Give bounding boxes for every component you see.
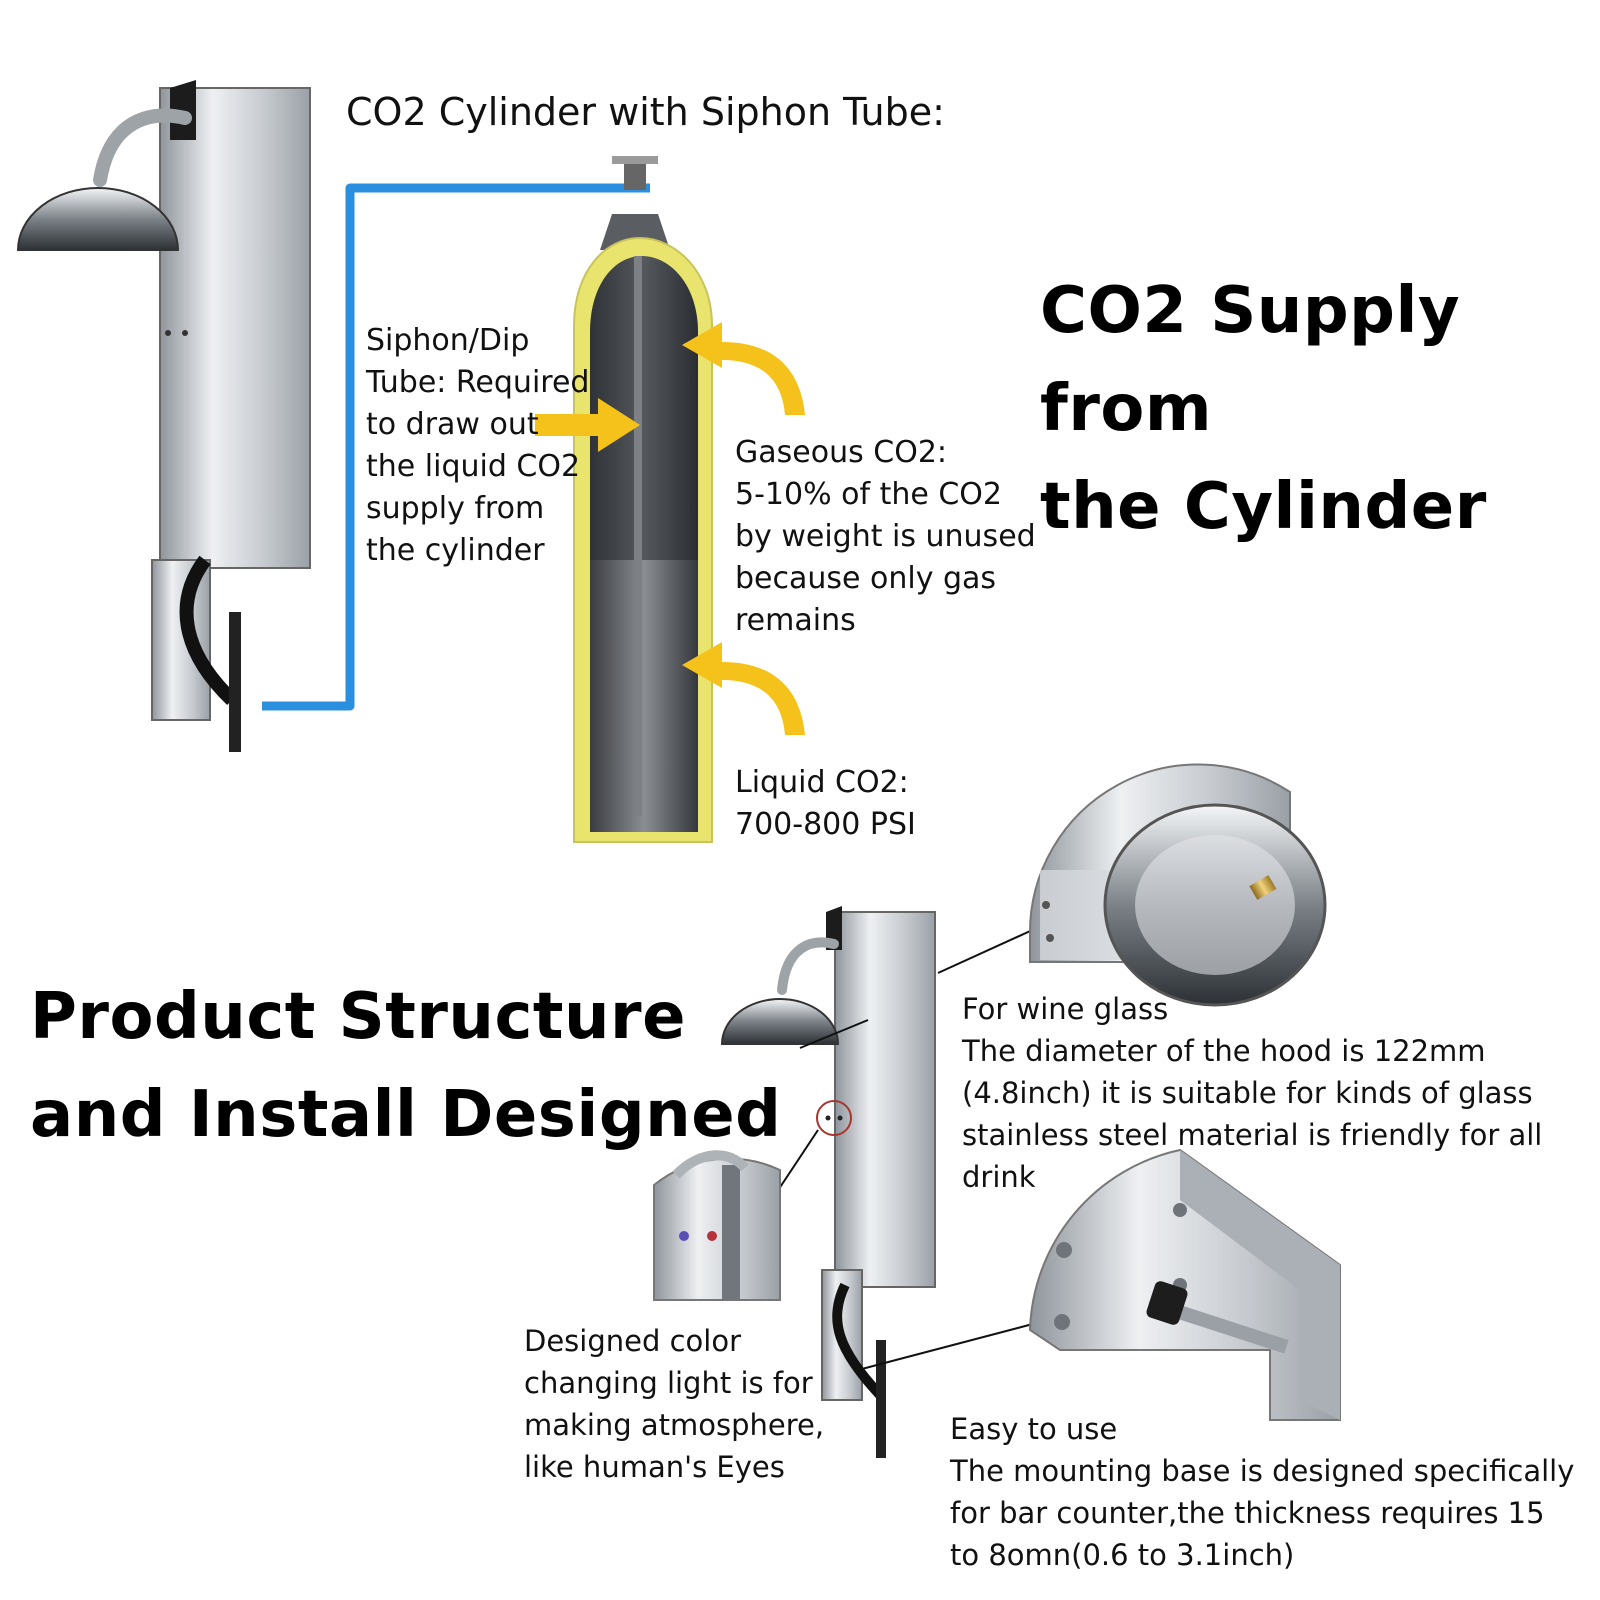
wine-glass-label: For wine glass The diameter of the hood … [962,992,1543,1194]
cylinder-gas-zone [590,256,698,560]
top-dispenser-gooseneck [93,108,192,187]
clamp-closeup-knob [1146,1281,1188,1325]
bottom-dispenser-screw [876,1340,886,1458]
top-dispenser-hood [16,187,180,251]
top-dispenser-hose [179,555,237,706]
clamp-closeup [1028,1148,1341,1421]
bottom-dispenser-column [834,911,936,1288]
structure-title: Product Structure and Install Designed [30,968,781,1164]
top-dispenser-column [159,87,311,569]
structure-title-line2: and Install Designed [30,1078,782,1152]
cylinder-valve-handle [612,156,658,164]
led-eye-left [679,1231,689,1241]
supply-title: CO2 Supply from the Cylinder [1040,262,1600,556]
eye-light-highlight [816,1100,852,1136]
liquid-arrow [682,642,805,735]
structure-title-line1: Product Structure [30,980,686,1054]
gas-arrow [682,322,805,415]
liquid-label: Liquid CO2: 700-800 PSI [735,765,916,842]
bottom-dispenser-gooseneck [777,937,839,995]
top-dispenser-screw [229,612,241,752]
top-dispenser-cap [170,80,196,140]
co2-supply-tube [262,183,650,711]
top-dispenser [16,80,311,752]
cylinder-arrows [535,322,805,735]
siphon-dip-tube [634,256,642,816]
gaseous-label: Gaseous CO2: 5-10% of the CO2 by weight … [735,435,1036,638]
led-eye-right [707,1231,717,1241]
clamp-closeup-screw [1160,1300,1289,1354]
co2-cylinder [573,156,713,843]
hood-closeup [1028,763,1327,1007]
cylinder-liquid-zone [590,560,698,832]
siphon-label: Siphon/Dip Tube: Required to draw out th… [366,323,590,568]
supply-title-line1: CO2 Supply from [1040,274,1461,446]
easy-label: Easy to use The mounting base is designe… [950,1412,1575,1572]
cylinder-heading: CO2 Cylinder with Siphon Tube: [346,90,945,134]
bottom-dispenser-hose [832,1282,884,1399]
bottom-dispenser-hood [720,998,840,1045]
light-label: Designed color changing light is for mak… [524,1324,825,1484]
light-closeup [653,1150,781,1301]
top-dispenser-clamp [151,559,211,721]
cylinder-valve-stem [624,160,646,190]
bottom-dispenser [720,906,936,1458]
hood-closeup-nozzle [1249,875,1277,900]
supply-title-line2: the Cylinder [1040,470,1487,544]
siphon-arrow [535,398,640,452]
